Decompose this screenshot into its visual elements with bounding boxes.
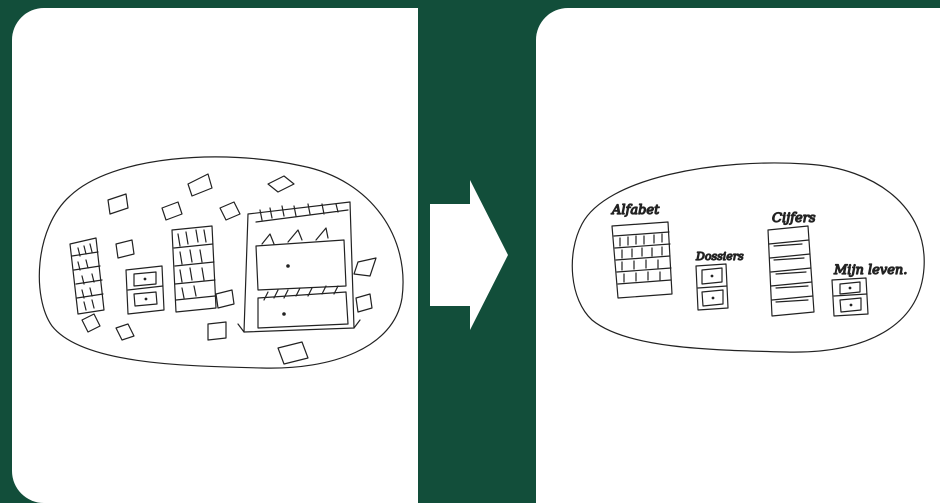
shelf-cijfers bbox=[768, 226, 814, 316]
label-alfabet: Alfabet bbox=[611, 203, 660, 218]
shelf-middle bbox=[172, 226, 216, 312]
label-dossiers: Dossiers bbox=[695, 250, 744, 263]
after-panel: Alfabet Dossiers Cijfers Mijn leven bbox=[536, 8, 940, 503]
sketch-outline bbox=[39, 157, 403, 368]
cabinet-left bbox=[126, 266, 164, 314]
shelf-left bbox=[70, 238, 104, 314]
right-arrow-icon bbox=[428, 180, 510, 330]
organized-sketch: Alfabet Dossiers Cijfers Mijn leven bbox=[536, 8, 940, 503]
cluttered-sketch bbox=[12, 8, 418, 503]
wall-unit-large bbox=[238, 202, 360, 332]
sketch-outline bbox=[572, 163, 924, 352]
cabinet-dossiers bbox=[696, 264, 728, 310]
scattered-papers bbox=[82, 174, 376, 364]
cabinet-mijn-leven bbox=[832, 278, 868, 316]
label-mijn-leven: Mijn leven. bbox=[833, 263, 907, 278]
label-cijfers: Cijfers bbox=[772, 211, 816, 226]
shelf-alfabet bbox=[612, 222, 672, 298]
before-panel bbox=[12, 8, 418, 503]
